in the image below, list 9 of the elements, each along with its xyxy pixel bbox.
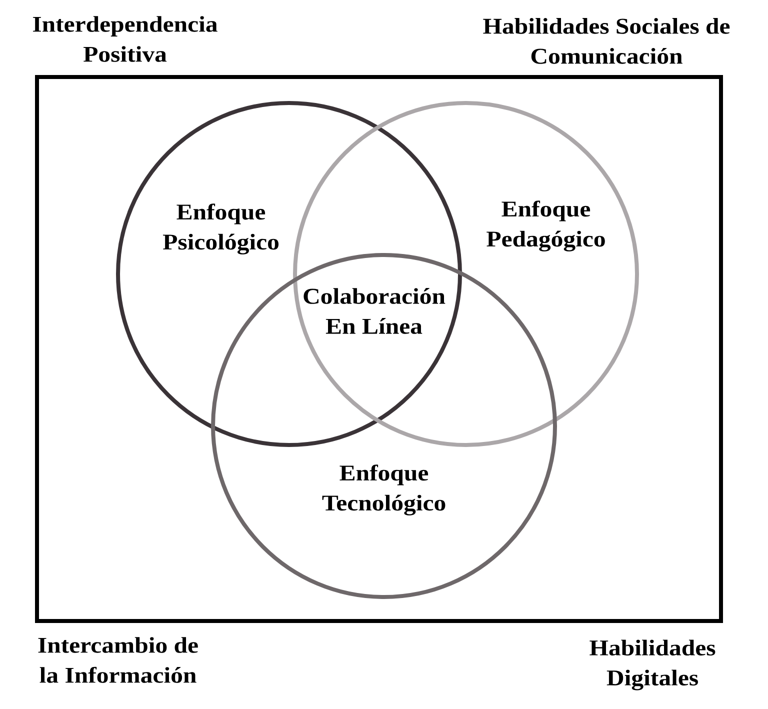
circle-label: Enfoque Tecnológico — [322, 464, 446, 516]
circle-label: Enfoque Psicológico — [163, 204, 279, 254]
overlap-label: Colaboración En Línea — [304, 288, 446, 334]
frame — [35, 74, 723, 623]
corner-label: Habilidades Sociales de Comunicación — [483, 18, 730, 64]
corner-label: Interdependencia Positiva — [33, 16, 218, 62]
corner-label: Habilidades Digitales — [590, 640, 716, 690]
circle-label: Enfoque Pedagógico — [486, 200, 605, 252]
corner-label: Intercambio de la Información — [38, 637, 198, 683]
